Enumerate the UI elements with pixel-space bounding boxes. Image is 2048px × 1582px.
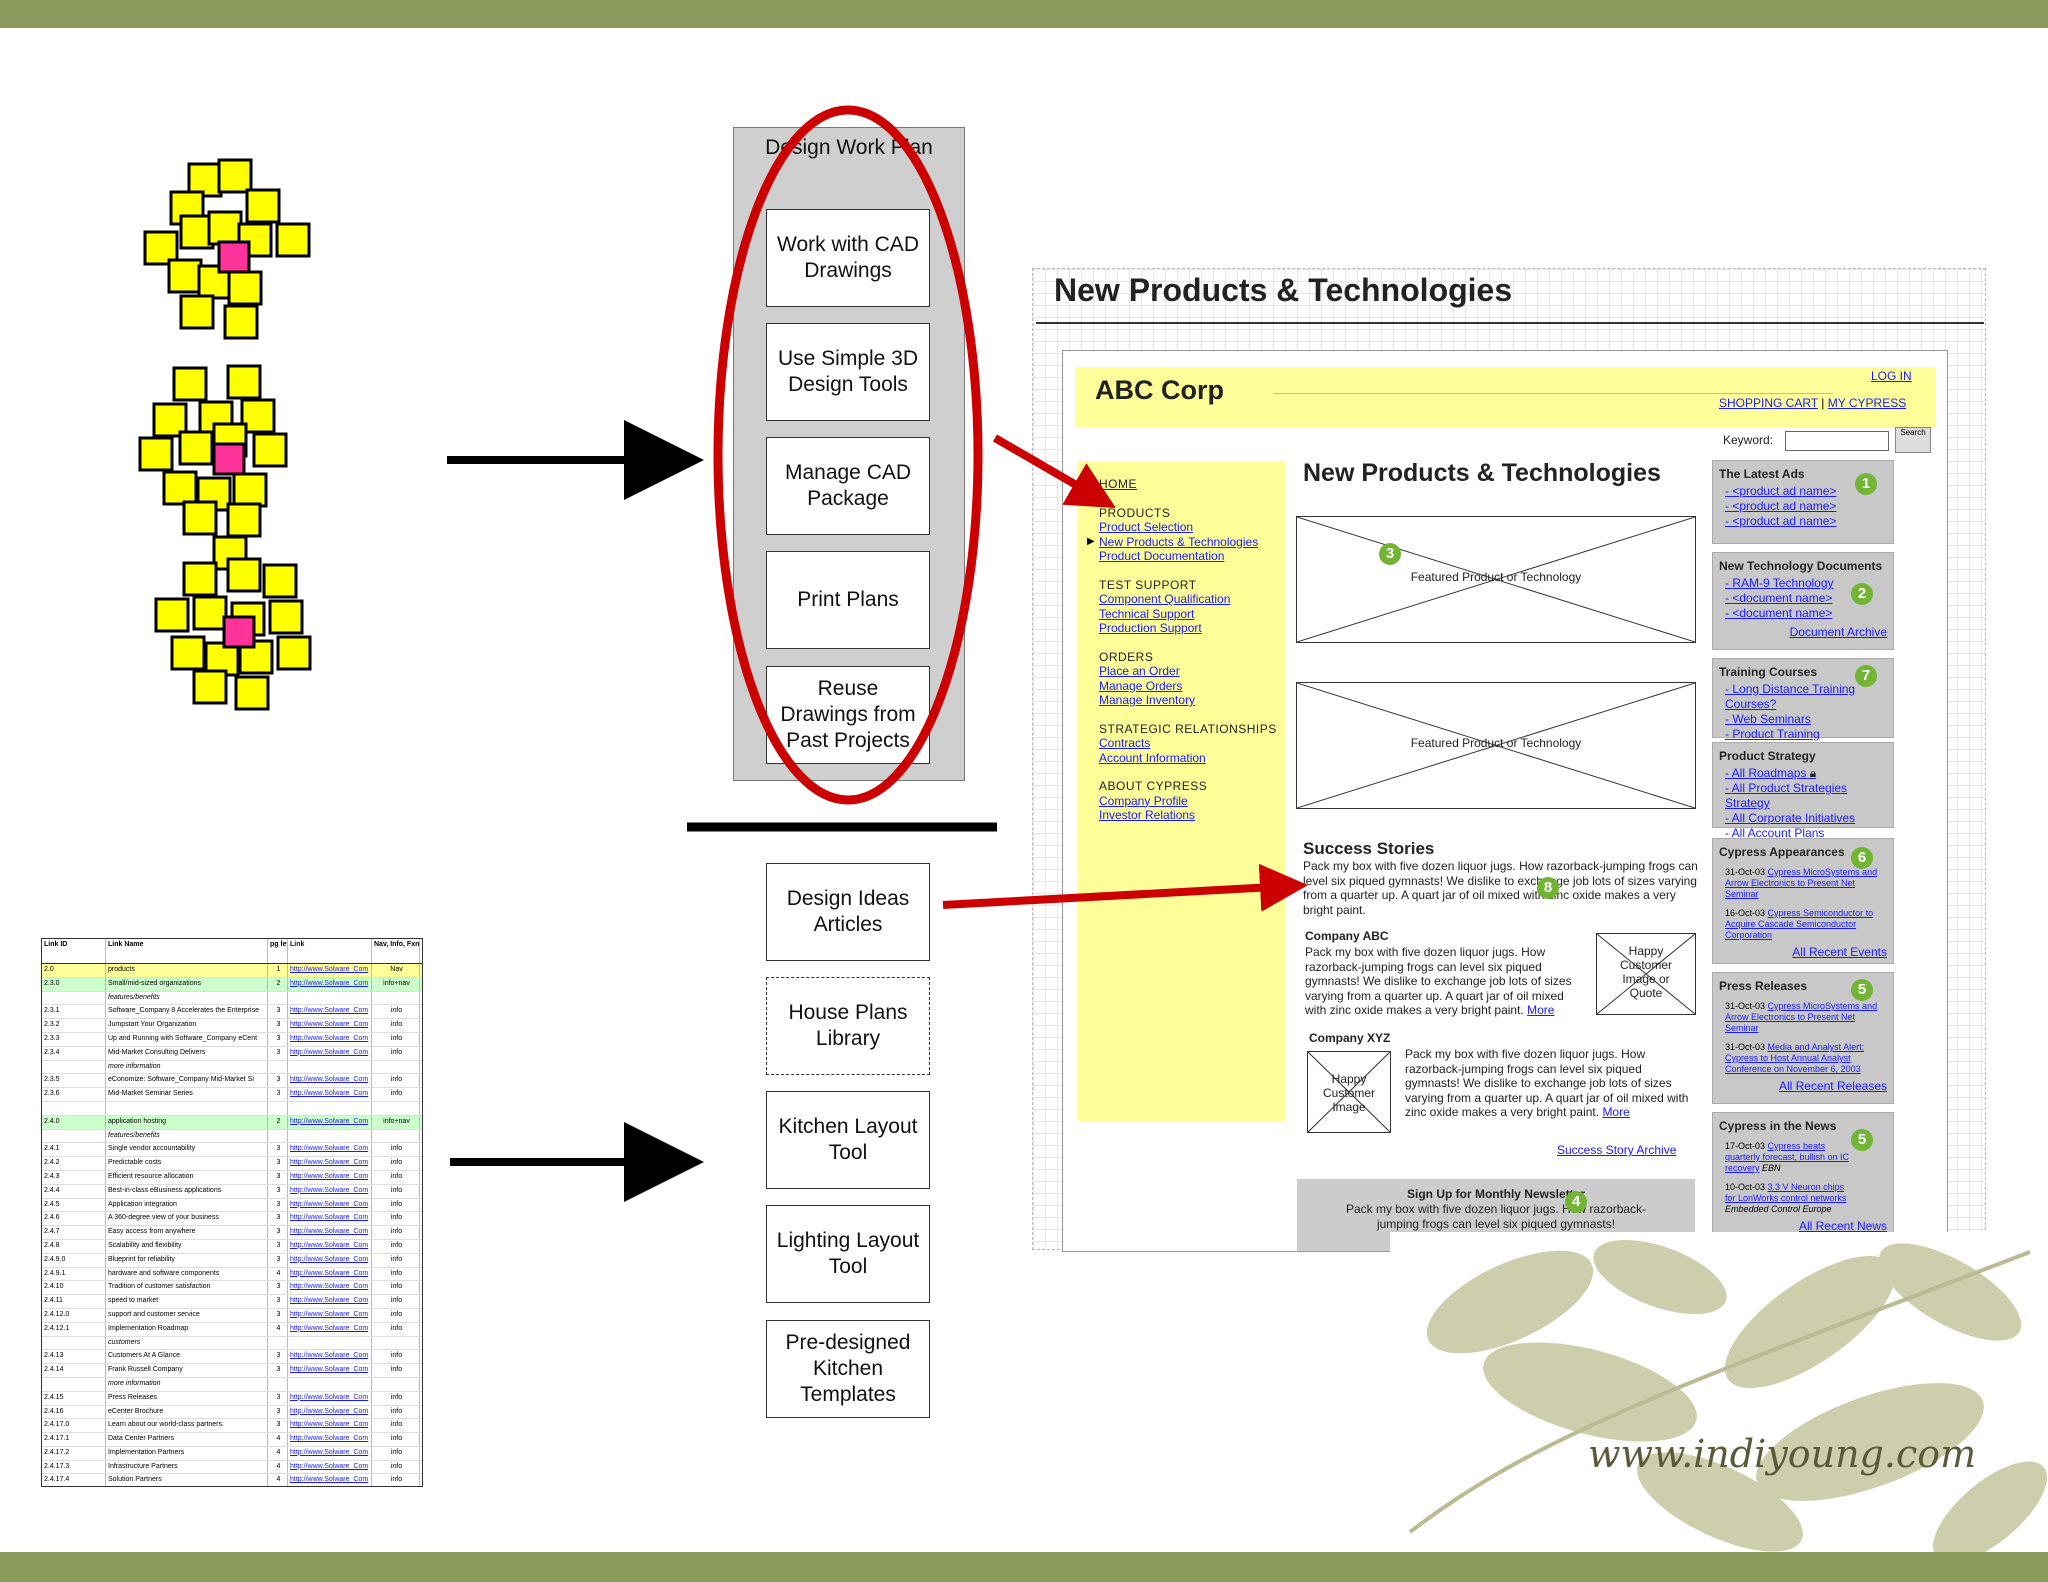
bottom-band bbox=[0, 1552, 2048, 1582]
arrow-ideas-to-stories bbox=[943, 886, 1292, 905]
copyright-footer: Copyright © 2008 Indi Young. All rights … bbox=[530, 1536, 992, 1553]
work-plan-ellipse bbox=[718, 110, 978, 800]
arrow-plan-to-page bbox=[995, 438, 1102, 500]
